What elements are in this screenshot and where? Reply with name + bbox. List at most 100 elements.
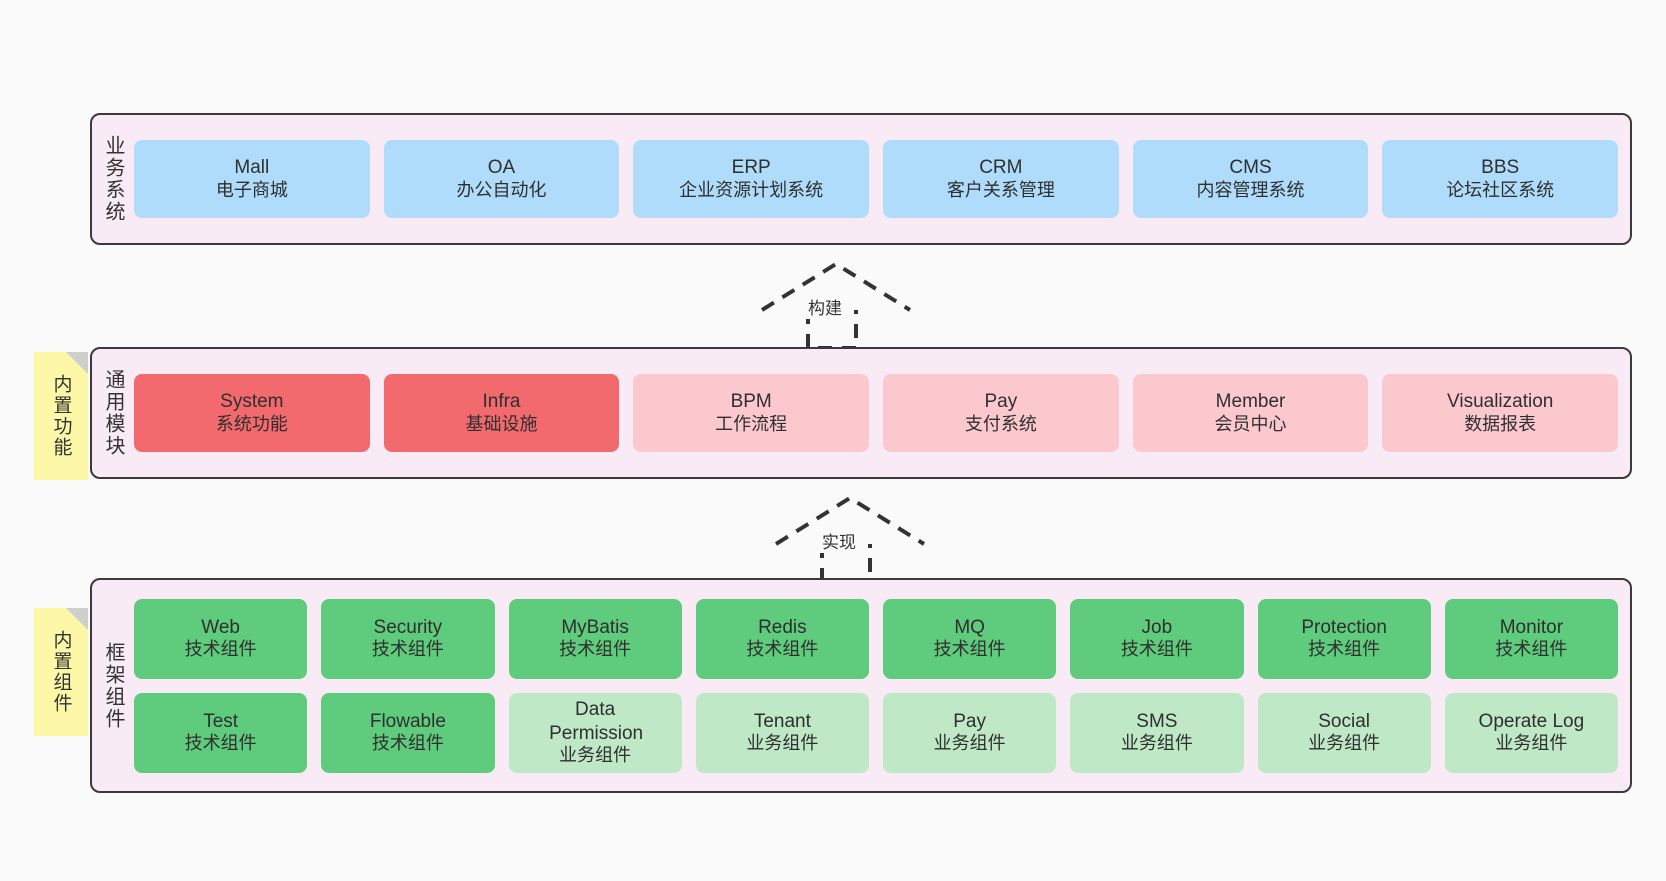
node-title: Monitor <box>1499 616 1564 638</box>
node-subtitle: 技术组件 <box>371 733 444 754</box>
node-subtitle: 技术组件 <box>1308 639 1381 660</box>
layer-label-common-modules: 通用模块 <box>102 369 124 457</box>
node-pay[interactable]: Pay 支付系统 <box>883 374 1119 452</box>
node-test[interactable]: Test 技术组件 <box>134 692 308 773</box>
layer-body-common-modules: System 系统功能 Infra 基础设施 BPM 工作流程 Pay 支付系统… <box>134 349 1630 477</box>
node-subtitle: 业务组件 <box>1495 733 1568 754</box>
node-title: Data Permission <box>549 699 644 744</box>
node-mq[interactable]: MQ 技术组件 <box>883 598 1057 679</box>
node-data-permission[interactable]: Data Permission 业务组件 <box>508 692 682 773</box>
connector-build: 构建 <box>756 258 916 350</box>
node-protection[interactable]: Protection 技术组件 <box>1257 598 1431 679</box>
node-subtitle: 技术组件 <box>559 639 632 660</box>
node-title: MQ <box>954 616 985 638</box>
node-sms[interactable]: SMS 业务组件 <box>1070 692 1244 773</box>
layer-framework-components: 框架组件 Web 技术组件 Security 技术组件 MyBatis 技术组件… <box>90 578 1632 793</box>
node-bpm[interactable]: BPM 工作流程 <box>633 374 870 452</box>
node-web[interactable]: Web 技术组件 <box>134 598 308 679</box>
row: System 系统功能 Infra 基础设施 BPM 工作流程 Pay 支付系统… <box>134 374 1619 452</box>
node-title: OA <box>487 157 516 179</box>
node-title: CRM <box>979 157 1023 179</box>
node-subtitle: 业务组件 <box>746 733 819 754</box>
node-subtitle: 技术组件 <box>933 639 1006 660</box>
note-fold-icon <box>66 608 88 630</box>
node-title: Tenant <box>753 710 811 732</box>
node-title: Member <box>1215 391 1286 413</box>
node-subtitle: 系统功能 <box>215 413 288 434</box>
layer-label-framework-components: 框架组件 <box>102 641 124 730</box>
node-infra[interactable]: Infra 基础设施 <box>383 374 620 452</box>
sticky-note-builtin-functions: 内置功能 <box>34 352 88 480</box>
node-subtitle: 内容管理系统 <box>1196 179 1305 200</box>
node-job[interactable]: Job 技术组件 <box>1070 598 1244 679</box>
layer-body-framework-components: Web 技术组件 Security 技术组件 MyBatis 技术组件 Redi… <box>134 580 1630 791</box>
node-subtitle: 技术组件 <box>371 639 444 660</box>
node-title: Pay <box>984 391 1018 413</box>
connector-build-label: 构建 <box>806 294 844 319</box>
node-title: Job <box>1141 616 1173 638</box>
node-title: Mall <box>234 157 270 179</box>
node-title: MyBatis <box>561 616 629 638</box>
node-subtitle: 会员中心 <box>1214 413 1287 434</box>
node-subtitle: 办公自动化 <box>456 179 547 200</box>
layer-business-systems: 业务系统 Mall 电子商城 OA 办公自动化 ERP 企业资源计划系统 CRM… <box>90 113 1632 245</box>
node-social[interactable]: Social 业务组件 <box>1257 692 1431 773</box>
node-mybatis[interactable]: MyBatis 技术组件 <box>508 598 682 679</box>
node-system[interactable]: System 系统功能 <box>134 374 370 452</box>
node-subtitle: 技术组件 <box>1495 639 1568 660</box>
node-subtitle: 技术组件 <box>746 639 819 660</box>
row: Web 技术组件 Security 技术组件 MyBatis 技术组件 Redi… <box>134 598 1618 679</box>
node-subtitle: 技术组件 <box>184 639 257 660</box>
node-subtitle: 业务组件 <box>1120 733 1193 754</box>
node-title: Web <box>201 616 240 638</box>
node-flowable[interactable]: Flowable 技术组件 <box>321 692 495 773</box>
note-fold-icon <box>66 352 88 374</box>
node-title: Visualization <box>1447 391 1554 413</box>
node-subtitle: 客户关系管理 <box>946 179 1055 200</box>
node-title: CMS <box>1229 157 1272 179</box>
row: Test 技术组件 Flowable 技术组件 Data Permission … <box>134 692 1618 773</box>
node-tenant[interactable]: Tenant 业务组件 <box>695 692 869 773</box>
node-title: Infra <box>482 391 521 413</box>
node-cms[interactable]: CMS 内容管理系统 <box>1132 140 1369 218</box>
node-oa[interactable]: OA 办公自动化 <box>383 140 620 218</box>
node-monitor[interactable]: Monitor 技术组件 <box>1444 598 1618 679</box>
node-subtitle: 业务组件 <box>559 744 632 765</box>
layer-common-modules: 通用模块 System 系统功能 Infra 基础设施 BPM 工作流程 Pay… <box>90 347 1632 479</box>
node-operate-log[interactable]: Operate Log 业务组件 <box>1444 692 1618 773</box>
node-subtitle: 工作流程 <box>715 413 788 434</box>
node-title: Security <box>373 616 443 638</box>
node-subtitle: 业务组件 <box>933 733 1006 754</box>
node-title: ERP <box>731 157 771 179</box>
node-subtitle: 技术组件 <box>1120 639 1193 660</box>
connector-implement: 实现 <box>770 492 930 584</box>
node-erp[interactable]: ERP 企业资源计划系统 <box>633 140 870 218</box>
node-member[interactable]: Member 会员中心 <box>1132 374 1369 452</box>
node-title: SMS <box>1136 710 1178 732</box>
node-title: Pay <box>953 710 986 732</box>
node-bbs[interactable]: BBS 论坛社区系统 <box>1382 140 1619 218</box>
node-crm[interactable]: CRM 客户关系管理 <box>883 140 1119 218</box>
node-subtitle: 技术组件 <box>184 733 257 754</box>
node-subtitle: 基础设施 <box>465 413 538 434</box>
node-subtitle: 电子商城 <box>215 179 288 200</box>
node-subtitle: 企业资源计划系统 <box>679 179 824 200</box>
node-title: Social <box>1318 710 1370 732</box>
node-subtitle: 支付系统 <box>964 413 1037 434</box>
sticky-note-builtin-components: 内置组件 <box>34 608 88 736</box>
node-pay-component[interactable]: Pay 业务组件 <box>883 692 1057 773</box>
node-redis[interactable]: Redis 技术组件 <box>695 598 869 679</box>
layer-body-business-systems: Mall 电子商城 OA 办公自动化 ERP 企业资源计划系统 CRM 客户关系… <box>134 115 1630 243</box>
node-subtitle: 业务组件 <box>1308 733 1381 754</box>
node-mall[interactable]: Mall 电子商城 <box>134 140 370 218</box>
node-title: Flowable <box>369 710 446 732</box>
node-title: BPM <box>730 391 772 413</box>
node-title: Test <box>203 710 239 732</box>
connector-implement-label: 实现 <box>820 528 858 553</box>
row: Mall 电子商城 OA 办公自动化 ERP 企业资源计划系统 CRM 客户关系… <box>134 140 1619 218</box>
node-visualization[interactable]: Visualization 数据报表 <box>1382 374 1619 452</box>
node-title: Protection <box>1301 616 1387 638</box>
node-title: BBS <box>1481 157 1520 179</box>
node-security[interactable]: Security 技术组件 <box>321 598 495 679</box>
